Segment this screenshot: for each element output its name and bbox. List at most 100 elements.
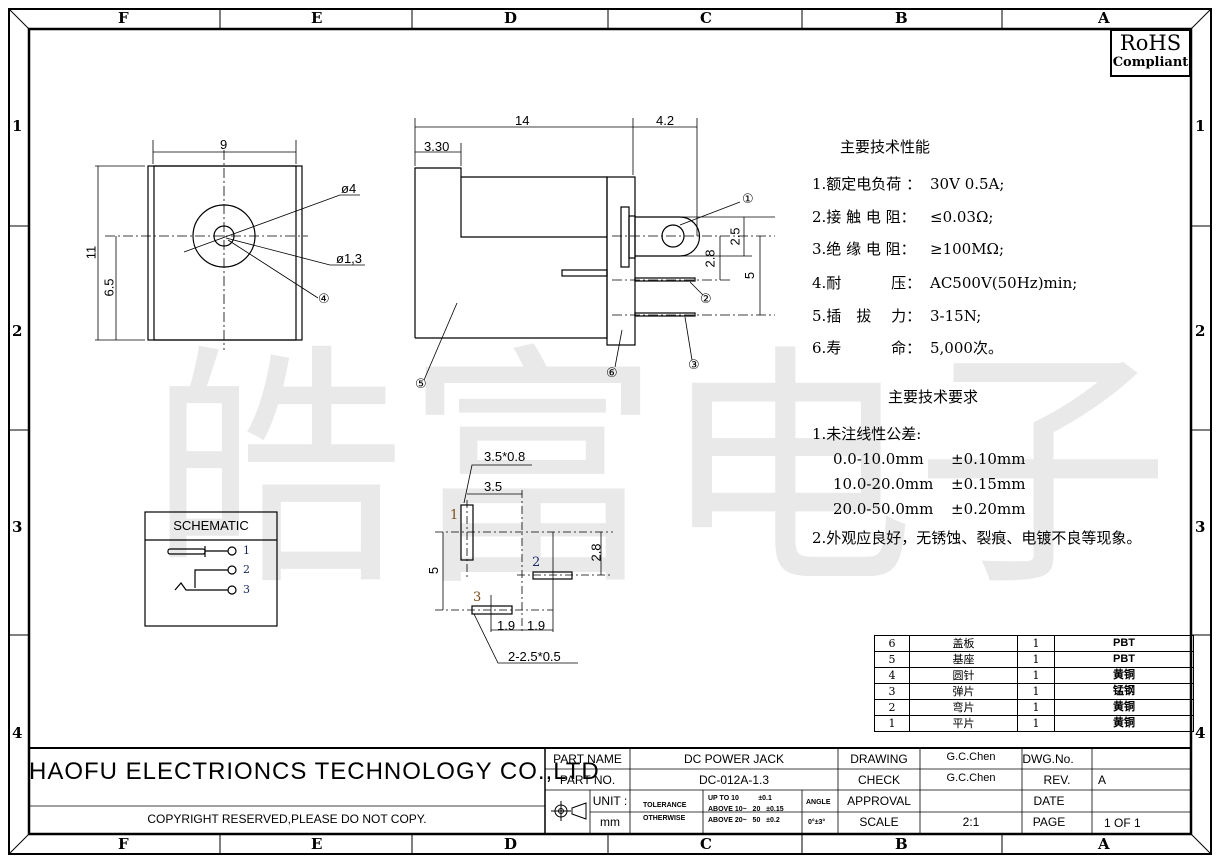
spec-value: 30V 0.5A; xyxy=(930,175,1005,193)
dim-lead: 4.2 xyxy=(656,113,675,128)
specs-title: 主要技术性能 xyxy=(840,138,931,156)
title-block-grid xyxy=(29,747,1191,834)
col-label: A xyxy=(1098,9,1110,27)
rohs-badge: RoHS Compliant xyxy=(1111,31,1190,71)
bom-no: 5 xyxy=(874,651,910,668)
row-label: 2 xyxy=(12,322,23,340)
dim-2-8: 2.8 xyxy=(702,249,718,268)
tolerance-value: ±0.15mm xyxy=(951,475,1026,493)
spec-item: 1.额定电负荷 ：30V 0.5A; xyxy=(812,173,1004,194)
rohs-title: RoHS xyxy=(1119,31,1182,55)
schematic-pin-2: 2 xyxy=(243,563,250,576)
bom-no: 2 xyxy=(874,699,910,716)
requirement-2: 2.外观应良好，无锈蚀、裂痕、电镀不良等现象。 xyxy=(812,529,1142,547)
spec-label: 5.插 拔 力： xyxy=(812,307,922,325)
bom-no: 3 xyxy=(874,683,910,700)
rev-label: REV. xyxy=(1043,773,1071,787)
spec-value: ≤0.03Ω; xyxy=(930,208,994,226)
spec-item: 6.寿 命：5,000次。 xyxy=(812,337,1003,358)
spec-value: 5,000次。 xyxy=(930,339,1003,357)
bom-qty: 1 xyxy=(1017,715,1055,732)
page-value: 1 OF 1 xyxy=(1104,816,1141,830)
schematic-pin-1: 1 xyxy=(243,544,250,557)
bom-material: 锰钢 xyxy=(1054,683,1194,700)
tolerance-range: 10.0-20.0mm xyxy=(833,475,934,493)
spec-item: 4.耐 压：AC500V(50Hz)min; xyxy=(812,272,1077,293)
col-label: E xyxy=(311,835,323,853)
bom-qty: 1 xyxy=(1017,651,1055,668)
bom-qty: 1 xyxy=(1017,683,1055,700)
callout-4: ④ xyxy=(318,292,330,307)
spec-label: 4.耐 压： xyxy=(812,274,922,292)
dim-pads-size: 2-2.5*0.5 xyxy=(508,649,561,664)
dim-1-9-right: 1.9 xyxy=(527,618,546,633)
row-label: 1 xyxy=(1195,117,1206,135)
spec-value: 3-15N; xyxy=(930,307,982,325)
bom-name: 平片 xyxy=(909,715,1018,732)
spec-item: 2.接 触 电 阻： ≤0.03Ω; xyxy=(812,206,993,227)
drawing-label: DRAWING xyxy=(850,752,908,766)
column-labels-bottom: F E D C B A xyxy=(0,835,1220,855)
dim-center-height: 6.5 xyxy=(101,278,117,297)
tolerance-value: ±0.20mm xyxy=(951,500,1026,518)
callout-6: ⑥ xyxy=(606,366,618,381)
bom-material: 黄铜 xyxy=(1054,667,1194,684)
rev-value: A xyxy=(1098,773,1107,787)
col-label: D xyxy=(504,835,518,853)
dim-outer-diameter: ø4 xyxy=(341,181,357,196)
schematic-title: SCHEMATIC xyxy=(173,518,249,533)
bom-qty: 1 xyxy=(1017,699,1055,716)
dim-pad1-size: 3.5*0.8 xyxy=(484,449,526,464)
callout-2: ② xyxy=(700,292,712,307)
bom-material: 黄铜 xyxy=(1054,715,1194,732)
col-label: E xyxy=(311,9,323,27)
pad-label-1: 1 xyxy=(450,508,459,523)
pad-label-2: 2 xyxy=(532,555,541,570)
watermark-text: 皓富电子 xyxy=(150,324,1170,621)
tolerance-row: 20.0-50.0mm ±0.20mm xyxy=(833,500,1025,518)
col-label: B xyxy=(895,9,908,27)
row-label: 4 xyxy=(12,724,23,742)
tolerance-range: 20.0-50.0mm xyxy=(833,500,934,518)
callout-3: ③ xyxy=(688,358,700,373)
scale-label: SCALE xyxy=(859,815,899,829)
tolerance-value: ±0.10mm xyxy=(951,450,1026,468)
tolerance-label-2: OTHERWISE xyxy=(643,815,686,822)
spec-label: 2.接 触 电 阻： xyxy=(812,208,916,226)
front-view xyxy=(95,140,365,350)
tolerance-line-1: UP TO 10 ±0.1 xyxy=(708,795,772,802)
dim-step: 3.30 xyxy=(424,139,450,154)
bom-material: 黄铜 xyxy=(1054,699,1194,716)
column-labels-top: F E D C B A xyxy=(0,9,1220,29)
scale-value: 2:1 xyxy=(962,815,980,829)
bom-material: PBT xyxy=(1054,635,1194,652)
dim-inner-diameter: ø1,3 xyxy=(336,251,363,266)
copyright-notice: COPYRIGHT RESERVED,PLEASE DO NOT COPY. xyxy=(147,812,427,826)
col-label: F xyxy=(118,835,129,853)
side-view xyxy=(414,118,775,381)
unit-label: UNIT : xyxy=(592,794,628,808)
bom-name: 盖板 xyxy=(909,635,1018,652)
bom-material: PBT xyxy=(1054,651,1194,668)
row-label: 4 xyxy=(1195,724,1206,742)
spec-item: 3.绝 缘 电 阻：≥100MΩ; xyxy=(812,238,1004,259)
unit-value: mm xyxy=(600,815,620,829)
tolerance-range: 0.0-10.0mm xyxy=(833,450,924,468)
watermark: 皓富电子 xyxy=(150,324,1170,621)
bom-name: 弹片 xyxy=(909,683,1018,700)
part-no-value: DC-012A-1.3 xyxy=(698,773,770,787)
date-label: DATE xyxy=(1033,794,1065,808)
tolerance-row: 10.0-20.0mm ±0.15mm xyxy=(833,475,1025,493)
page-label: PAGE xyxy=(1032,815,1066,829)
company-name: HAOFU ELECTRIONCS TECHNOLOGY CO.,LTD xyxy=(29,758,600,785)
row-label: 1 xyxy=(12,117,23,135)
tolerance-line-3: ABOVE 20~ 50 ±0.2 xyxy=(708,817,780,824)
requirement-1: 1.未注线性公差: xyxy=(812,425,922,443)
col-label: A xyxy=(1098,835,1110,853)
